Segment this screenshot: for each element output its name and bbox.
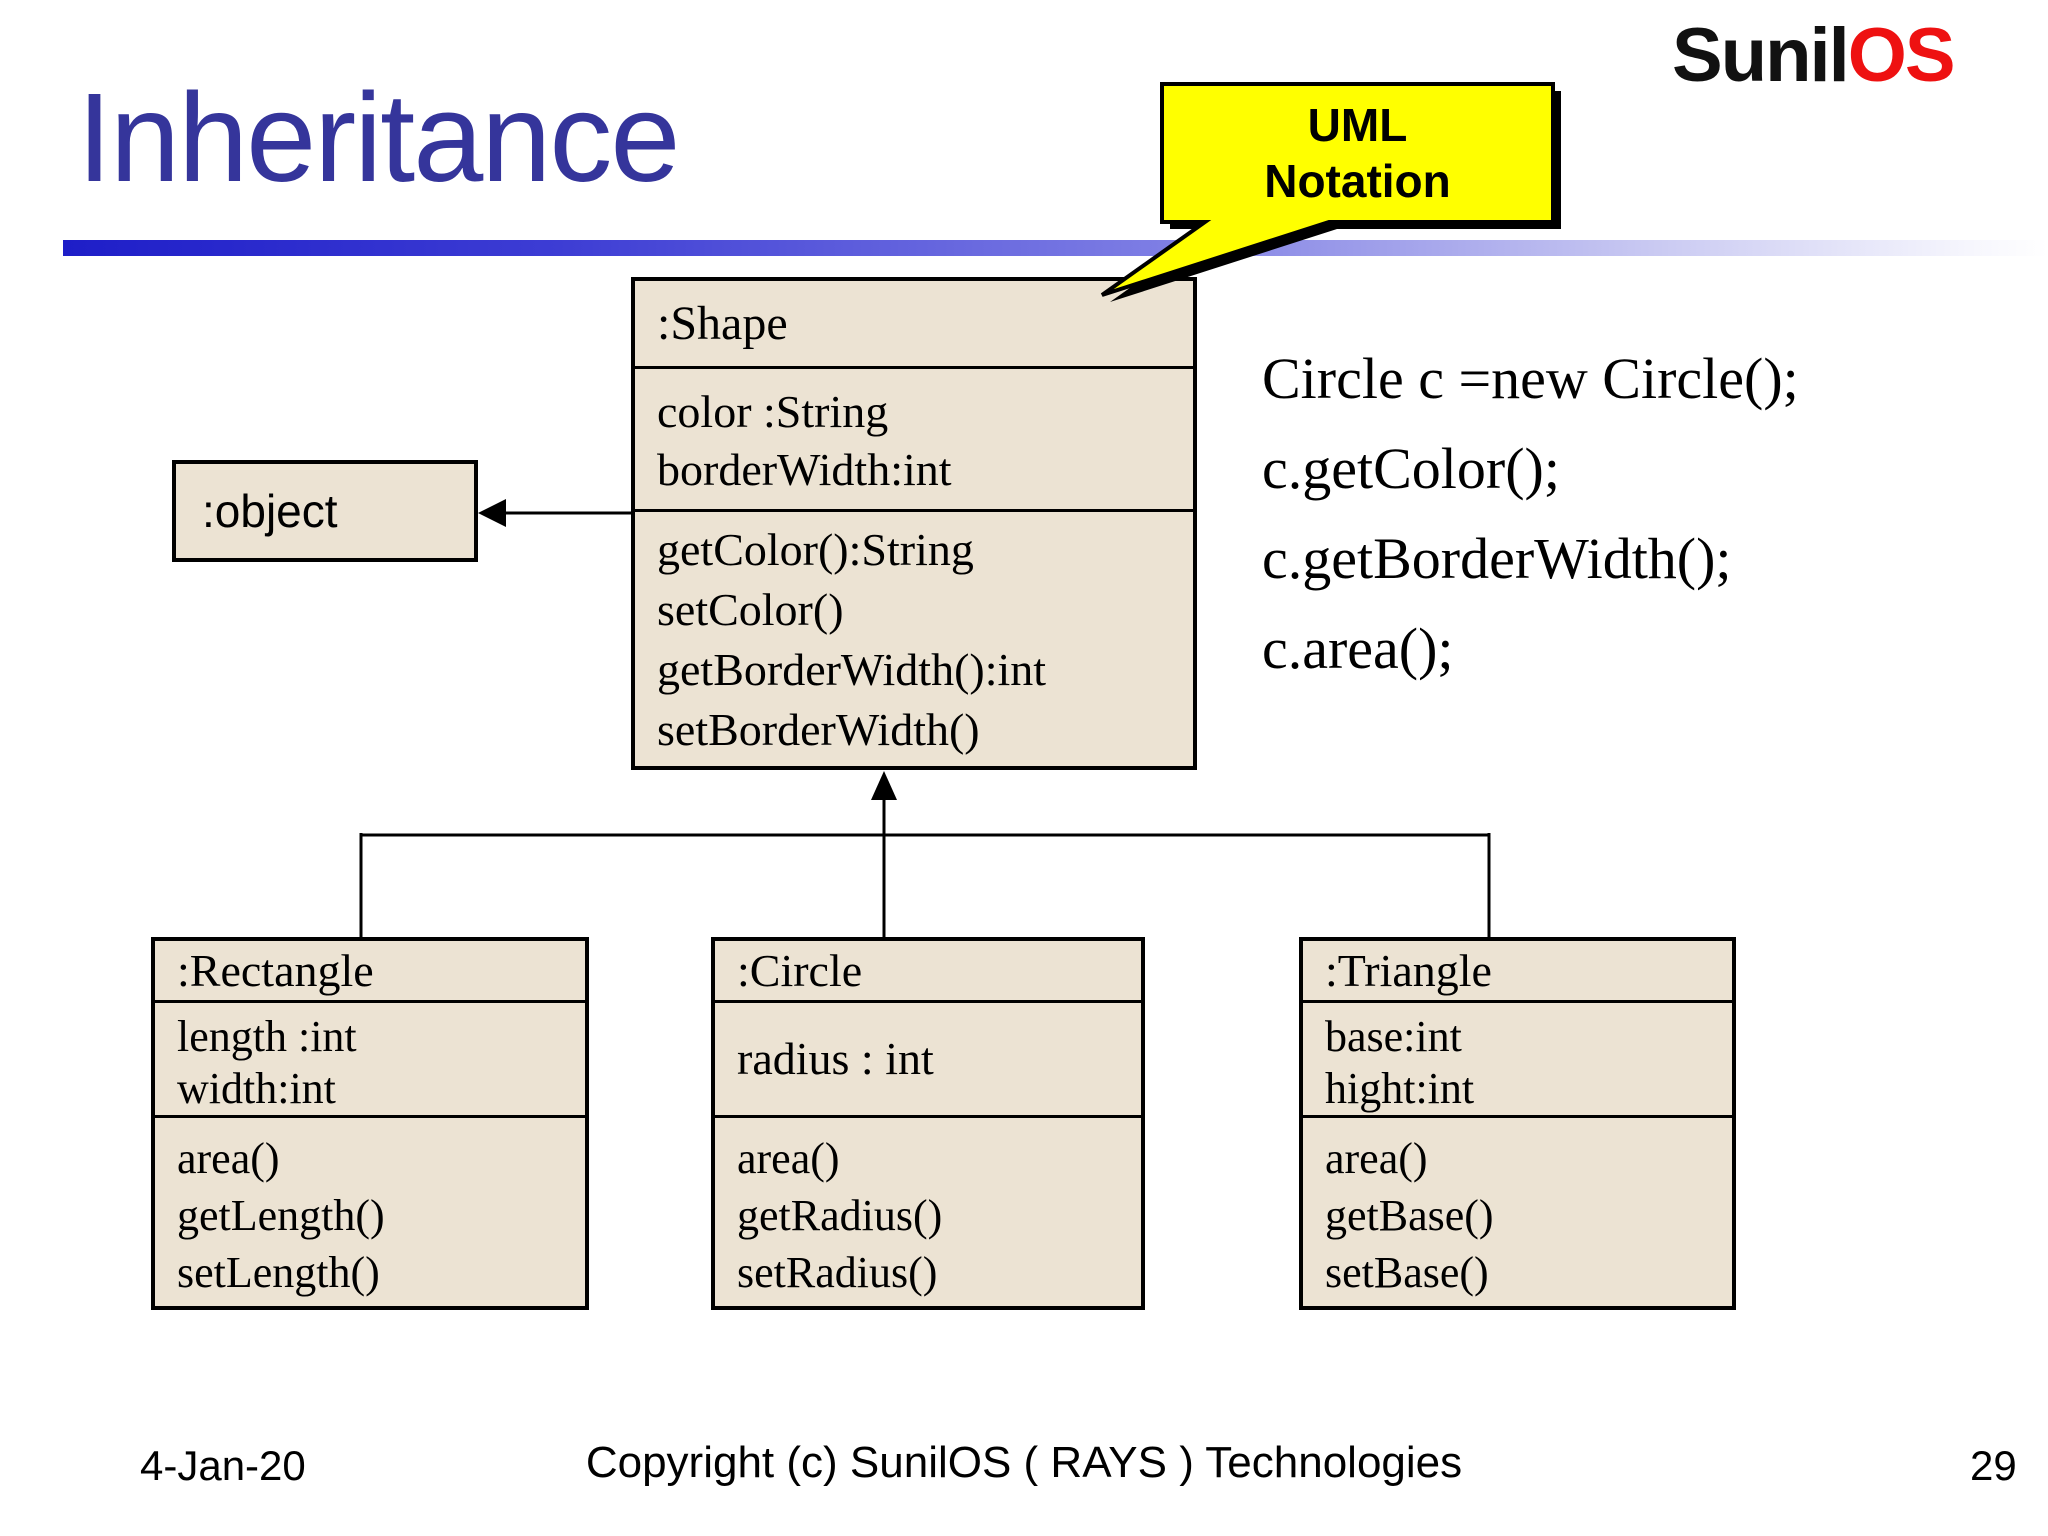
callout-balloon-shape xyxy=(1100,82,1555,297)
class-box-circle: :Circle radius : int area() getRadius() … xyxy=(711,937,1145,1310)
callout-text: UML Notation xyxy=(1162,97,1553,209)
code-line: c.area(); xyxy=(1262,616,1454,681)
object-box-label: :object xyxy=(202,485,338,537)
method: getColor():String xyxy=(657,524,974,575)
attribute: width:int xyxy=(177,1064,336,1113)
method: area() xyxy=(1325,1134,1428,1183)
attribute: borderWidth:int xyxy=(657,444,952,495)
up-arrowhead-icon xyxy=(871,771,897,800)
logo-text-black: Sunil xyxy=(1672,13,1850,98)
shape-methods: getColor():String setColor() getBorderWi… xyxy=(635,512,1193,760)
code-line: c.getBorderWidth(); xyxy=(1262,526,1732,591)
callout-line2: Notation xyxy=(1264,155,1451,207)
method: getLength() xyxy=(177,1191,385,1240)
method: getRadius() xyxy=(737,1191,943,1240)
triangle-attributes: base:int hight:int xyxy=(1303,1003,1732,1118)
circle-attributes: radius : int xyxy=(715,1003,1141,1118)
footer-date: 4-Jan-20 xyxy=(140,1442,306,1489)
code-line: c.getColor(); xyxy=(1262,436,1560,501)
rectangle-methods: area() getLength() setLength() xyxy=(155,1118,585,1301)
method: setRadius() xyxy=(737,1248,938,1297)
attribute: length :int xyxy=(177,1012,357,1061)
triangle-class-name: :Triangle xyxy=(1303,941,1732,1003)
attribute: base:int xyxy=(1325,1012,1462,1061)
footer-page-number: 29 xyxy=(1970,1442,2017,1489)
page-title: Inheritance xyxy=(77,67,680,208)
attribute: color :String xyxy=(657,386,889,437)
shape-attributes: color :String borderWidth:int xyxy=(635,369,1193,512)
circle-methods: area() getRadius() setRadius() xyxy=(715,1118,1141,1301)
method: setLength() xyxy=(177,1248,380,1297)
class-box-triangle: :Triangle base:int hight:int area() getB… xyxy=(1299,937,1736,1310)
circle-class-name: :Circle xyxy=(715,941,1141,1003)
uml-callout xyxy=(1100,82,1561,302)
method: setBase() xyxy=(1325,1248,1489,1297)
footer-copyright: Copyright (c) SunilOS ( RAYS ) Technolog… xyxy=(585,1438,1463,1487)
triangle-methods: area() getBase() setBase() xyxy=(1303,1118,1732,1301)
method: area() xyxy=(177,1134,280,1183)
method: setBorderWidth() xyxy=(657,704,980,755)
callout-line1: UML xyxy=(1307,99,1408,151)
rectangle-class-name: :Rectangle xyxy=(155,941,585,1003)
left-arrowhead-icon xyxy=(478,499,506,527)
title-underline-bar xyxy=(63,240,2048,256)
logo-text-red: OS xyxy=(1847,13,1956,98)
object-box: :object xyxy=(172,460,478,562)
method: area() xyxy=(737,1134,840,1183)
attribute: radius : int xyxy=(737,1033,934,1084)
code-line: Circle c =new Circle(); xyxy=(1262,346,1799,411)
code-snippet: Circle c =new Circle(); c.getColor(); c.… xyxy=(1262,334,1799,694)
logo: SunilOS xyxy=(1672,12,1956,99)
attribute: hight:int xyxy=(1325,1064,1475,1113)
inheritance-tree-lines xyxy=(359,771,1491,939)
shape-class-name: :Shape xyxy=(635,281,1193,369)
shape-to-object-arrow xyxy=(478,499,633,527)
method: getBorderWidth():int xyxy=(657,644,1047,695)
method: getBase() xyxy=(1325,1191,1494,1240)
class-box-shape: :Shape color :String borderWidth:int get… xyxy=(631,277,1197,770)
class-box-rectangle: :Rectangle length :int width:int area() … xyxy=(151,937,589,1310)
rectangle-attributes: length :int width:int xyxy=(155,1003,585,1118)
method: setColor() xyxy=(657,584,844,635)
